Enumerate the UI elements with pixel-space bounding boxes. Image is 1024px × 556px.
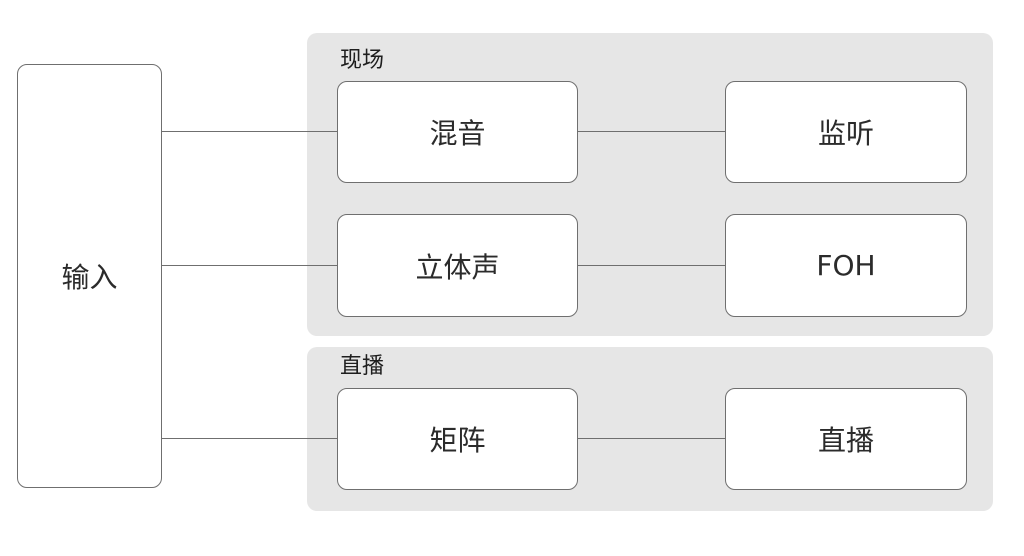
node-foh-label: FOH [816,249,876,282]
connector-input-to-mix [162,131,337,132]
node-matrix: 矩阵 [337,388,578,490]
node-mix: 混音 [337,81,578,183]
connector-input-to-matrix [162,438,337,439]
node-stereo: 立体声 [337,214,578,317]
group-live-label: 现场 [340,48,385,73]
node-input: 输入 [17,64,162,488]
connector-mix-to-monitor [578,131,725,132]
connector-stereo-to-foh [578,265,725,266]
node-monitor-label: 监听 [817,117,874,150]
node-stereo-label: 立体声 [415,250,500,284]
connector-matrix-to-broadcast [578,438,725,439]
node-monitor: 监听 [725,81,967,183]
connector-input-to-stereo [162,265,337,266]
node-foh: FOH [725,214,967,317]
group-broadcast-label: 直播 [340,354,385,379]
node-broadcast: 直播 [725,388,967,490]
node-mix-label: 混音 [429,117,486,150]
node-matrix-label: 矩阵 [429,424,486,457]
node-broadcast-label: 直播 [817,424,874,457]
node-input-label: 输入 [61,261,118,294]
